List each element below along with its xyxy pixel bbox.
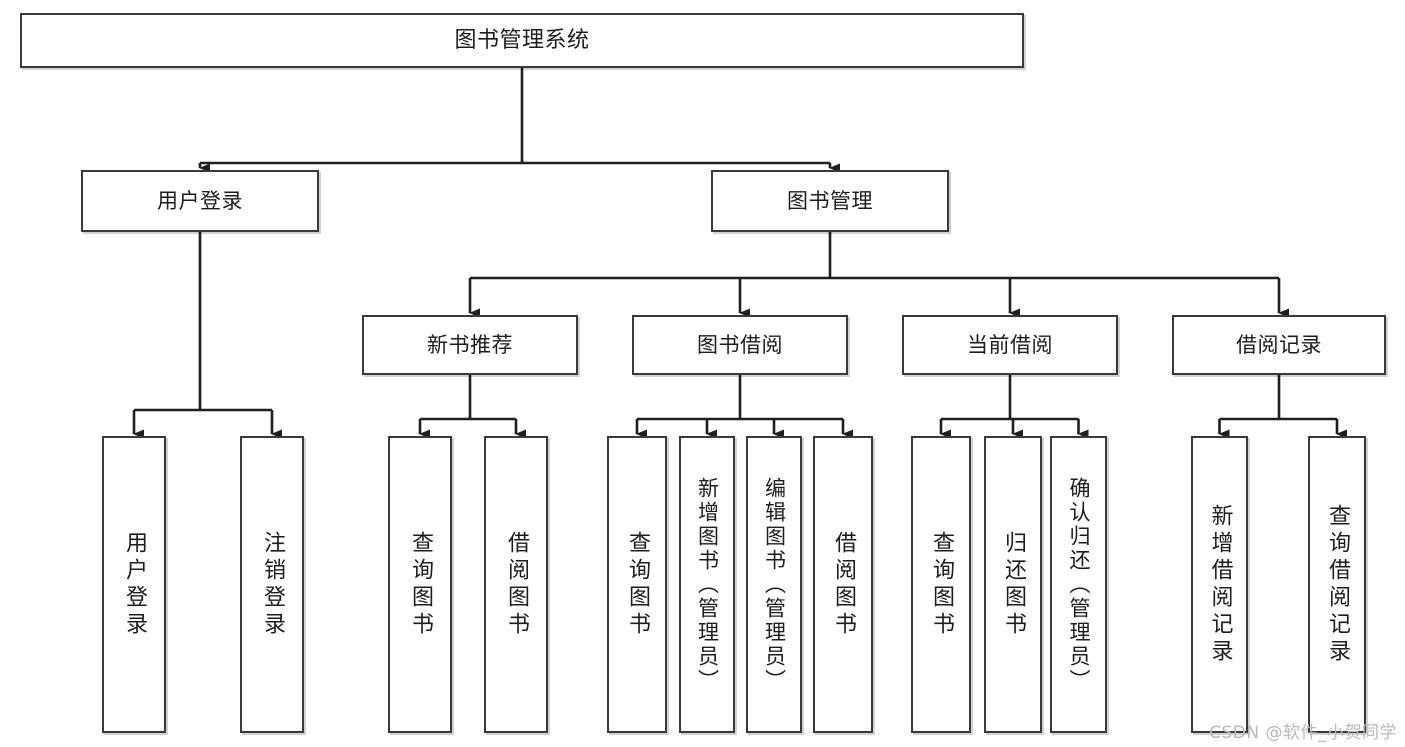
- node-label: 用户登录: [122, 530, 147, 639]
- leaf-node-confirm-return-admin[interactable]: 确认归还（管理员）: [1050, 436, 1107, 733]
- node-label: 新增图书（管理员）: [695, 476, 720, 693]
- leaf-node-query-borrow-record[interactable]: 查询借阅记录: [1308, 436, 1366, 733]
- node-label: 查询图书: [625, 530, 650, 639]
- csdn-watermark: CSDN @软件_小贺同学: [1209, 723, 1397, 743]
- leaf-node-borrow-book[interactable]: 借阅图书: [813, 436, 873, 733]
- leaf-node-query-book-borrow[interactable]: 查询图书: [607, 436, 667, 733]
- node-borrow-record[interactable]: 借阅记录: [1172, 315, 1386, 375]
- node-label: 查询图书: [929, 530, 954, 639]
- leaf-node-query-book-current[interactable]: 查询图书: [911, 436, 971, 733]
- node-book-management[interactable]: 图书管理: [711, 170, 949, 232]
- leaf-node-edit-book-admin[interactable]: 编辑图书（管理员）: [746, 436, 802, 733]
- node-label: 编辑图书（管理员）: [762, 476, 787, 693]
- node-new-book-recommend[interactable]: 新书推荐: [362, 315, 578, 375]
- node-label: 查询借阅记录: [1325, 503, 1350, 666]
- node-book-borrow[interactable]: 图书借阅: [632, 315, 848, 375]
- node-label: 用户登录: [157, 188, 243, 213]
- node-label: 借阅图书: [504, 530, 529, 639]
- node-label: 图书借阅: [697, 332, 783, 357]
- node-label: 借阅记录: [1236, 332, 1322, 357]
- node-current-borrow[interactable]: 当前借阅: [902, 315, 1118, 375]
- leaf-node-add-borrow-record[interactable]: 新增借阅记录: [1191, 436, 1248, 733]
- leaf-node-user-login[interactable]: 用户登录: [102, 436, 166, 733]
- leaf-node-add-book-admin[interactable]: 新增图书（管理员）: [679, 436, 735, 733]
- node-label: 注销登录: [260, 530, 285, 639]
- leaf-node-logout-login[interactable]: 注销登录: [240, 436, 304, 733]
- node-label: 查询图书: [408, 530, 433, 639]
- leaf-node-borrow-book-recommend[interactable]: 借阅图书: [484, 436, 548, 733]
- node-label: 新增借阅记录: [1207, 503, 1233, 666]
- node-label: 图书管理: [787, 188, 873, 213]
- node-label: 当前借阅: [967, 332, 1053, 357]
- node-root-system[interactable]: 图书管理系统: [20, 13, 1024, 68]
- node-label: 借阅图书: [831, 530, 856, 639]
- leaf-node-return-book[interactable]: 归还图书: [984, 436, 1042, 733]
- node-user-login[interactable]: 用户登录: [81, 170, 319, 232]
- node-label: 图书管理系统: [454, 27, 590, 53]
- leaf-node-query-book-recommend[interactable]: 查询图书: [388, 436, 452, 733]
- node-label: 确认归还（管理员）: [1067, 476, 1091, 693]
- node-label: 归还图书: [1001, 530, 1026, 639]
- node-label: 新书推荐: [427, 332, 513, 357]
